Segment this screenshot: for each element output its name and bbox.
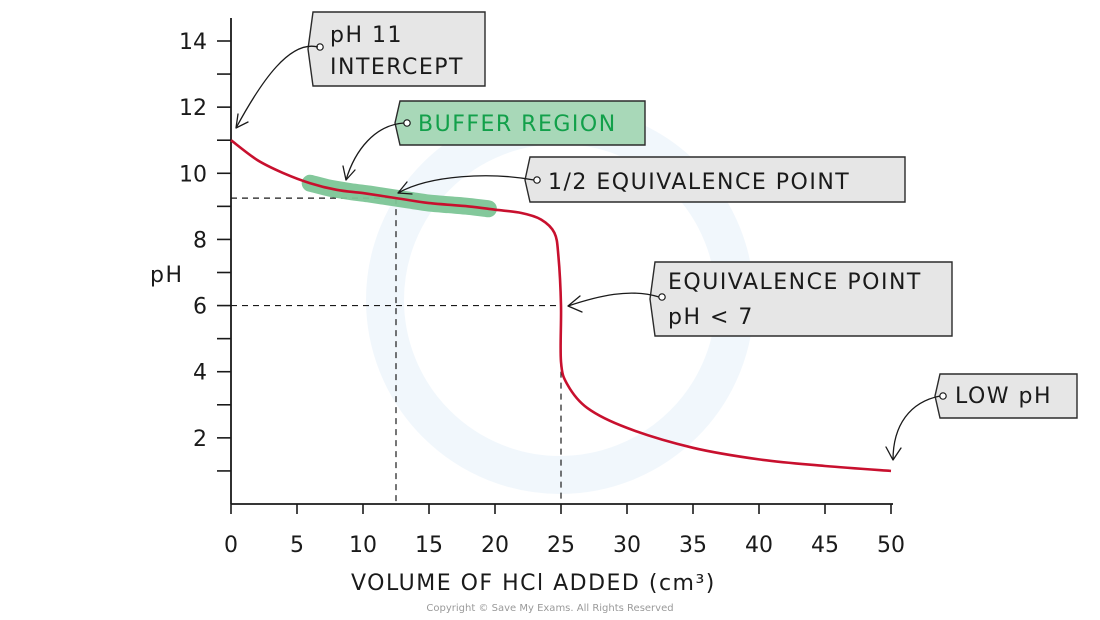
x-ticks: 0 5 10 15 20 25 30 35 40 45 50 [224, 504, 905, 558]
x-tick-label: 35 [679, 533, 707, 558]
x-axis-label: VOLUME OF HCl ADDED (cm³) [351, 571, 716, 596]
annotation-half-equivalence-arrow [397, 175, 535, 194]
annotation-equivalence-line-2: pH < 7 [668, 305, 754, 330]
x-tick-label: 15 [415, 533, 443, 558]
y-tick-label: 12 [179, 96, 207, 121]
axes [230, 18, 893, 505]
annotation-intercept-arrow [235, 45, 319, 129]
x-tick-label: 25 [547, 533, 575, 558]
annotation-equivalence: EQUIVALENCE POINT pH < 7 [567, 261, 953, 337]
y-tick-label: 6 [193, 295, 207, 320]
y-tick-label: 10 [179, 162, 207, 187]
annotation-intercept-line-2: INTERCEPT [330, 55, 464, 80]
annotation-intercept-line-1: pH 11 [330, 23, 403, 48]
x-tick-label: 10 [349, 533, 377, 558]
x-tick-label: 5 [290, 533, 304, 558]
annotation-intercept: pH 11 INTERCEPT [235, 11, 486, 129]
x-tick-label: 40 [745, 533, 773, 558]
y-tick-label: 4 [193, 361, 207, 386]
y-tick-label: 2 [193, 427, 207, 452]
annotation-equivalence-line-1: EQUIVALENCE POINT [668, 270, 922, 295]
x-tick-label: 30 [613, 533, 641, 558]
titration-curve [230, 139, 892, 473]
titration-curve-line [230, 139, 892, 473]
x-tick-label: 20 [481, 533, 509, 558]
annotation-buffer: BUFFER REGION [342, 100, 646, 181]
x-tick-label: 0 [224, 533, 238, 558]
y-tick-label: 14 [179, 30, 207, 55]
annotation-buffer-arrow [345, 122, 405, 181]
annotation-equivalence-arrow [567, 292, 660, 307]
annotations: pH 11 INTERCEPT BUFFER REGION 1/2 EQUIVA… [235, 11, 1078, 461]
annotation-low-ph: LOW pH [885, 373, 1078, 461]
y-axis-label: pH [150, 263, 184, 288]
copyright-notice: Copyright © Save My Exams. All Rights Re… [426, 603, 673, 614]
y-tick-label: 8 [193, 228, 207, 253]
annotation-low-ph-label: LOW pH [955, 384, 1052, 409]
x-tick-label: 45 [811, 533, 839, 558]
annotation-half-equivalence-label: 1/2 EQUIVALENCE POINT [548, 170, 850, 195]
annotation-buffer-label: BUFFER REGION [418, 112, 617, 137]
x-tick-label: 50 [877, 533, 905, 558]
annotation-low-ph-arrow [892, 395, 941, 461]
annotation-half-equivalence: 1/2 EQUIVALENCE POINT [397, 156, 906, 203]
y-ticks: 2 4 6 8 10 12 14 [179, 30, 231, 472]
